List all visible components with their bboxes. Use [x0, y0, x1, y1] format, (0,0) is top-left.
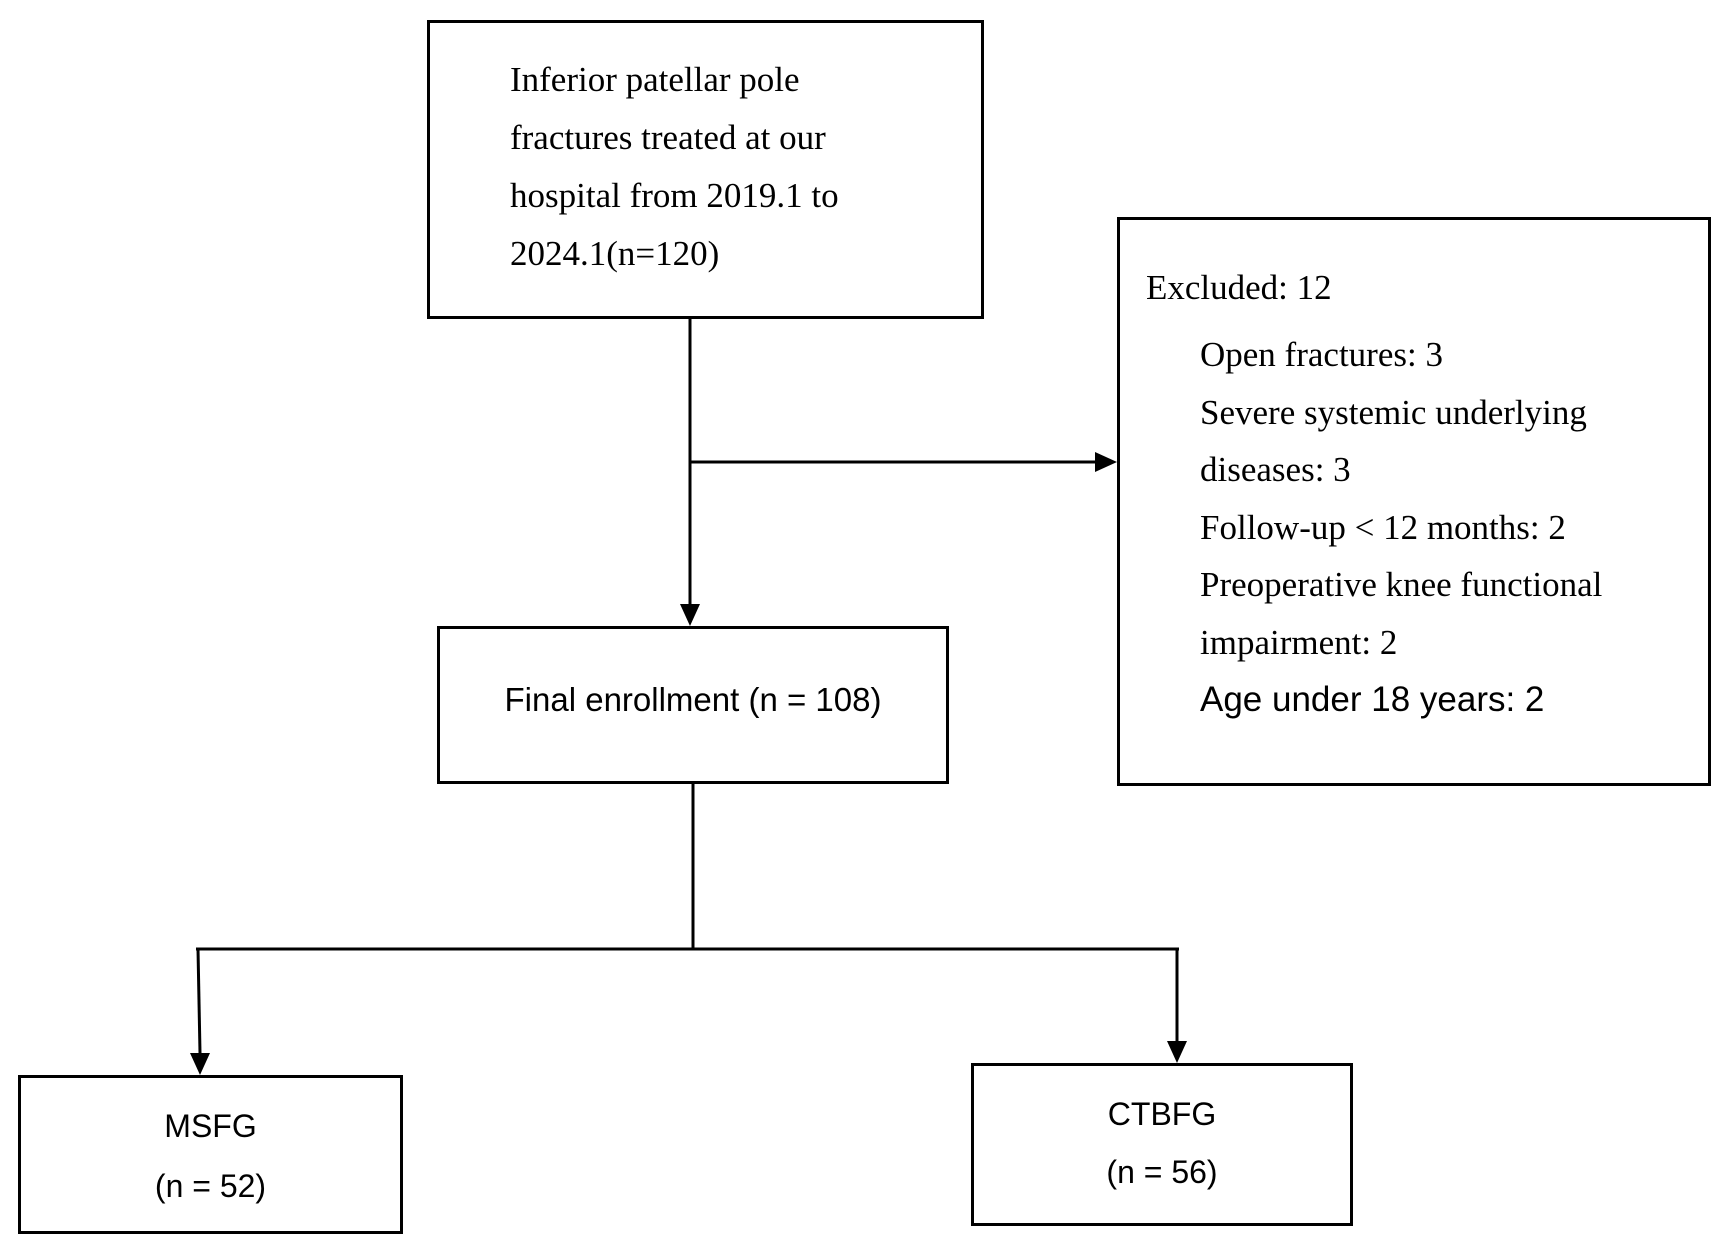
exclusion-item: Preoperative knee functional: [1200, 565, 1603, 604]
source-line: Inferior patellar pole: [510, 60, 800, 99]
connector-to-msfg: [196, 948, 202, 1054]
group-count: (n = 56): [1106, 1154, 1218, 1190]
group-name: CTBFG: [1107, 1096, 1217, 1132]
exclusion-item: Severe systemic underlying: [1200, 392, 1587, 432]
arrowhead-excluded: [1095, 452, 1117, 472]
group-box-ctbfg: CTBFG (n = 56): [971, 1063, 1353, 1226]
exclusion-item: Open fractures: 3: [1200, 335, 1443, 374]
group-count: (n = 52): [154, 1168, 267, 1204]
excluded-header: Excluded: 12: [1146, 268, 1332, 307]
exclusion-list: Open fractures: 3 Severe systemic underl…: [1200, 326, 1700, 729]
arrowhead-msfg: [190, 1053, 210, 1075]
exclusion-item: Age under 18 years: 2: [1200, 680, 1545, 719]
exclusion-item: Follow-up < 12 months: 2: [1200, 507, 1566, 547]
exclusion-item: diseases: 3: [1200, 450, 1351, 489]
arrowhead-ctbfg: [1167, 1041, 1187, 1063]
excluded-box: Excluded: 12 Open fractures: 3 Severe sy…: [1117, 217, 1711, 786]
group-box-msfg: MSFG (n = 52): [18, 1075, 403, 1234]
source-line: hospital from 2019.1 to: [510, 176, 839, 215]
source-population-text: Inferior patellar pole fractures treated…: [510, 51, 970, 283]
arrowhead-final: [680, 604, 700, 626]
final-enrollment-label: Final enrollment (n = 108): [504, 681, 882, 718]
final-enrollment-box: Final enrollment (n = 108): [437, 626, 949, 784]
source-line: fractures treated at our: [510, 118, 826, 157]
source-line: 2024.1(n=120): [510, 234, 720, 273]
group-name: MSFG: [164, 1108, 257, 1144]
exclusion-item: impairment: 2: [1200, 622, 1398, 662]
source-population-box: Inferior patellar pole fractures treated…: [427, 20, 984, 319]
